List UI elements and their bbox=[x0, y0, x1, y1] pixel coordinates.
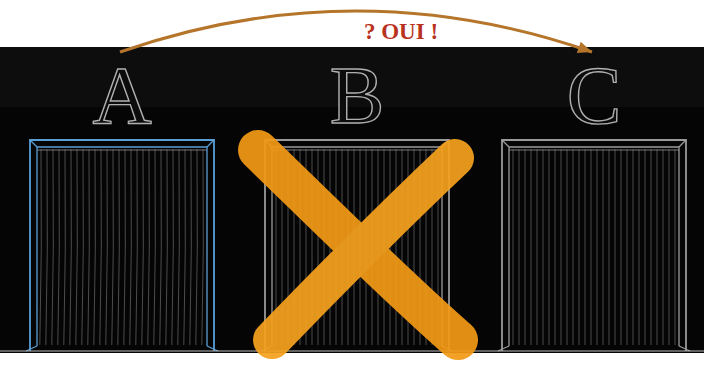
curtain-fold bbox=[324, 149, 325, 345]
curtain-fold bbox=[573, 149, 574, 345]
arrow-head bbox=[577, 42, 592, 53]
door-letter: B bbox=[265, 55, 449, 137]
curtain-fold bbox=[46, 149, 48, 345]
curtain-fold bbox=[639, 149, 640, 345]
curtain-fold bbox=[100, 149, 102, 345]
curtain-fold bbox=[597, 149, 598, 345]
curtain-fold bbox=[525, 149, 526, 345]
curtain-fold bbox=[184, 149, 186, 345]
curtain-fold bbox=[396, 149, 397, 345]
curtain-fold bbox=[615, 149, 616, 345]
dark-stage bbox=[0, 47, 704, 353]
curtain-rod bbox=[272, 150, 442, 151]
door-foot bbox=[679, 346, 690, 351]
doors bbox=[26, 140, 690, 351]
door-bevel bbox=[207, 140, 214, 147]
door-letter: A bbox=[30, 55, 214, 137]
door-bevel bbox=[502, 140, 509, 147]
curtain-fold bbox=[70, 149, 72, 345]
cross-stroke bbox=[258, 150, 458, 340]
edge-label: ? OUI ! bbox=[361, 19, 441, 44]
curtain-fold bbox=[52, 149, 54, 345]
curtain-fold bbox=[519, 149, 520, 345]
curtain-fold bbox=[58, 149, 60, 345]
curtain-fold bbox=[531, 149, 532, 345]
curtain-fold bbox=[64, 149, 66, 345]
door-letter: C bbox=[502, 55, 686, 137]
curtain-rod bbox=[509, 150, 679, 151]
curtain-fold bbox=[543, 149, 544, 345]
curtain-fold bbox=[555, 149, 556, 345]
curtain-fold bbox=[172, 149, 174, 345]
curtain-fold bbox=[537, 149, 538, 345]
curtain-fold bbox=[202, 149, 204, 345]
curtain-fold bbox=[136, 149, 138, 345]
curtain-fold bbox=[130, 149, 132, 345]
door-frame bbox=[30, 140, 214, 351]
curtain-fold bbox=[196, 149, 198, 345]
curtain-fold bbox=[549, 149, 550, 345]
curtain-fold bbox=[124, 149, 126, 345]
door bbox=[498, 140, 690, 351]
curtain-fold bbox=[675, 149, 676, 345]
curtain-fold bbox=[94, 149, 96, 345]
door-foot bbox=[498, 346, 509, 351]
curtain-fold bbox=[603, 149, 604, 345]
door-frame-inner bbox=[509, 147, 679, 346]
curtain-fold bbox=[106, 149, 108, 345]
curtain-fold bbox=[148, 149, 150, 345]
curtain-fold bbox=[621, 149, 622, 345]
door-foot bbox=[207, 346, 218, 351]
curtain-rod bbox=[37, 150, 207, 151]
cross-mark bbox=[258, 150, 458, 340]
curtain-fold bbox=[585, 149, 586, 345]
curtain-fold bbox=[118, 149, 120, 345]
curtain-fold bbox=[663, 149, 664, 345]
cross-stroke bbox=[272, 158, 455, 340]
curtain-fold bbox=[579, 149, 580, 345]
door-node: A bbox=[30, 55, 214, 351]
door-foot bbox=[26, 346, 37, 351]
door bbox=[26, 140, 218, 351]
curtain-fold bbox=[82, 149, 84, 345]
curtain-fold bbox=[112, 149, 114, 345]
curtain-fold bbox=[591, 149, 592, 345]
floor-line bbox=[0, 350, 704, 351]
curtain-fold bbox=[142, 149, 144, 345]
door-node: C bbox=[502, 55, 686, 351]
door-node: B bbox=[265, 55, 449, 351]
curtain-fold bbox=[166, 149, 168, 345]
curtain-fold bbox=[669, 149, 670, 345]
door-frame-inner bbox=[37, 147, 207, 346]
curtain-fold bbox=[154, 149, 156, 345]
curtain-fold bbox=[645, 149, 646, 345]
curtain-fold bbox=[561, 149, 562, 345]
curtain-fold bbox=[178, 149, 180, 345]
curtain-fold bbox=[633, 149, 634, 345]
curtain-fold bbox=[160, 149, 162, 345]
curtain-fold bbox=[651, 149, 652, 345]
door-bevel bbox=[679, 140, 686, 147]
curtain-fold bbox=[609, 149, 610, 345]
arc-arrow bbox=[120, 11, 592, 53]
arc-line bbox=[120, 11, 592, 52]
curtain-fold bbox=[567, 149, 568, 345]
door-bevel bbox=[30, 140, 37, 147]
curtain-fold bbox=[190, 149, 192, 345]
curtain-fold bbox=[88, 149, 90, 345]
curtain-fold bbox=[76, 149, 78, 345]
curtain-fold bbox=[627, 149, 628, 345]
curtain-fold bbox=[40, 149, 42, 345]
curtain-fold bbox=[513, 149, 514, 345]
door-frame bbox=[502, 140, 686, 351]
curtain-fold bbox=[657, 149, 658, 345]
